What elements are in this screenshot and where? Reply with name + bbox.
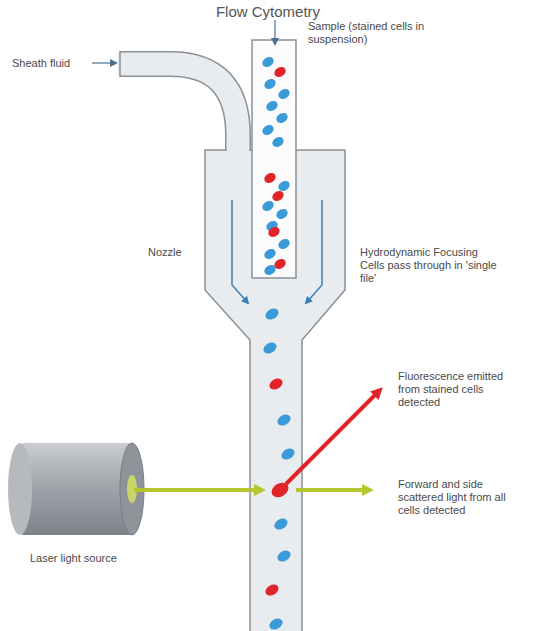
sheath-label: Sheath fluid — [12, 57, 92, 70]
fluorescence-label: Fluorescence emitted from stained cells … — [398, 370, 518, 409]
diagram-title: Flow Cytometry — [168, 3, 368, 21]
scatter-label: Forward and side scattered light from al… — [398, 478, 523, 517]
laser-label: Laser light source — [30, 552, 150, 565]
sample-label: Sample (stained cells in suspension) — [308, 20, 463, 46]
nozzle-label: Nozzle — [148, 246, 200, 259]
focusing-label: Hydrodynamic Focusing Cells pass through… — [360, 246, 500, 285]
